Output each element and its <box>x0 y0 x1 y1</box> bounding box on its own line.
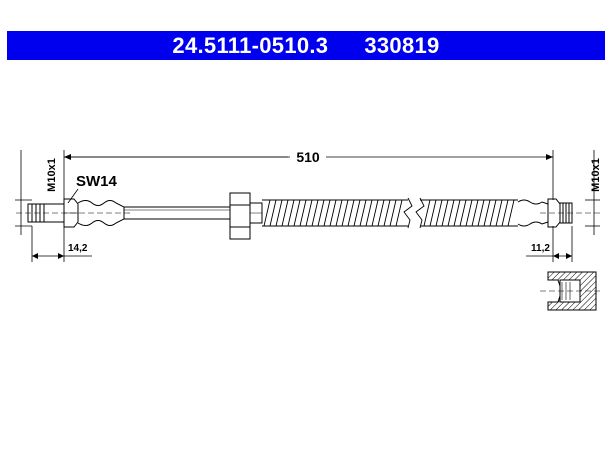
left-thread-label: M10x1 <box>46 158 58 192</box>
overall-length-label: 510 <box>296 149 320 165</box>
title-bar: 24.5111-0510.3 330819 <box>7 31 605 60</box>
port-section-detail <box>540 271 600 311</box>
right-thread-dimension: M10x1 <box>585 150 602 235</box>
wrench-size-label: SW14 <box>76 173 118 190</box>
right-fitting-length-label: 11,2 <box>531 243 550 254</box>
part-number: 24.5111-0510.3 <box>172 32 329 58</box>
left-fitting-length-label: 14,2 <box>68 243 88 254</box>
left-thread-dimension: M10x1 <box>15 150 58 235</box>
reference-number: 330819 <box>364 32 440 58</box>
right-end-fitting <box>517 198 600 228</box>
hose-section <box>262 197 518 229</box>
overall-length-dimension: 510 <box>63 149 554 200</box>
left-fitting-dimension: 14,2 <box>31 226 92 262</box>
hex-nut <box>229 192 263 240</box>
right-thread-label: M10x1 <box>590 158 602 192</box>
right-fitting-dimension: 11,2 <box>526 226 573 262</box>
middle-pipe <box>123 206 231 220</box>
left-end-fitting <box>16 198 130 228</box>
wrench-size-callout: SW14 <box>67 173 118 204</box>
